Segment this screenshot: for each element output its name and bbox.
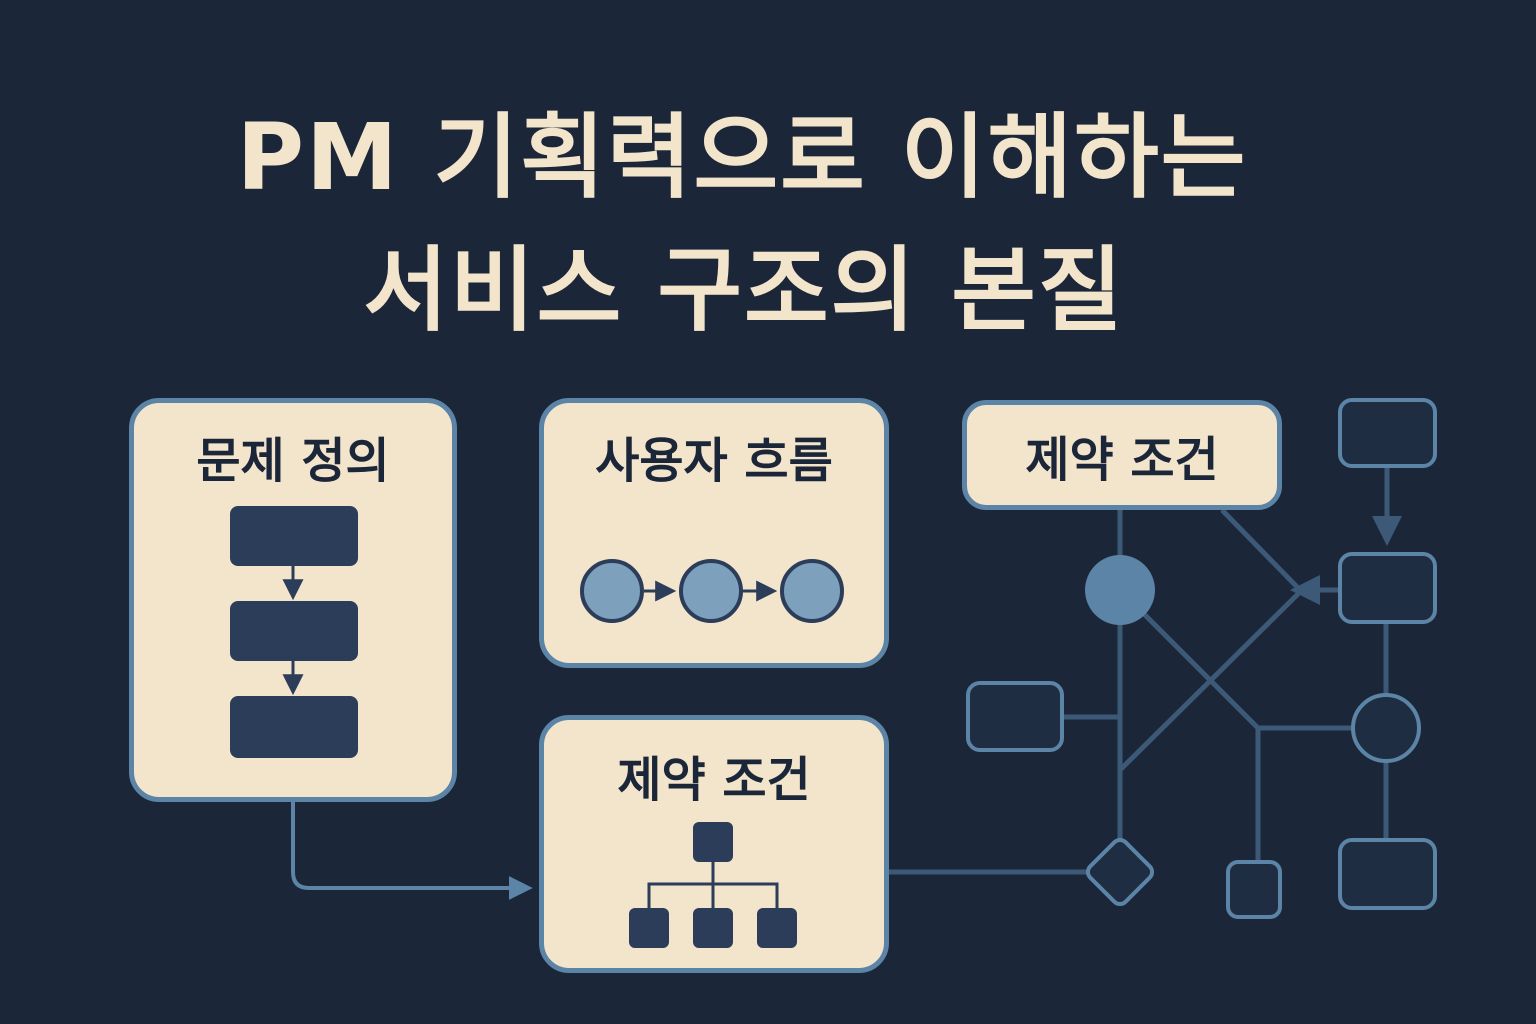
page-title-line-2: 서비스 구조의 본질: [363, 237, 1125, 344]
flow-step-circle: [780, 559, 844, 623]
network-box-node: [1338, 398, 1437, 468]
constraints-tag-card: 제약 조건: [962, 400, 1282, 510]
flow-step-circle: [580, 559, 644, 623]
network-box-node: [1338, 552, 1437, 624]
problem-step-box: [230, 601, 358, 661]
network-box-node: [966, 681, 1064, 752]
constraints-hierarchy: [629, 822, 797, 948]
hierarchy-child-node: [693, 908, 733, 948]
page-title-line-1: PM 기획력으로 이해하는: [236, 104, 1248, 211]
network-nodes: [966, 398, 1437, 919]
user-flow-card: 사용자 흐름: [539, 398, 889, 668]
problem-step-box: [230, 696, 358, 758]
problem-step-box: [230, 506, 358, 566]
network-hub-node: [1085, 555, 1155, 625]
constraints-tag-label: 제약 조건: [1025, 432, 1219, 488]
network-junction-node: [1351, 693, 1421, 763]
hierarchy-child-node: [757, 908, 797, 948]
problem-flow: [230, 506, 358, 758]
problem-definition-label: 문제 정의: [196, 433, 390, 489]
problem-to-constraint-arrow: [291, 760, 533, 900]
hierarchy-root-node: [693, 822, 733, 862]
user-flow-label: 사용자 흐름: [595, 433, 833, 489]
user-flow-steps: [580, 559, 844, 623]
constraints-label: 제약 조건: [617, 752, 811, 808]
flow-step-circle: [679, 559, 743, 623]
network-box-node: [1338, 838, 1437, 910]
network-small-node: [1226, 860, 1282, 919]
network-decision-node: [1085, 837, 1155, 907]
hierarchy-child-node: [629, 908, 669, 948]
